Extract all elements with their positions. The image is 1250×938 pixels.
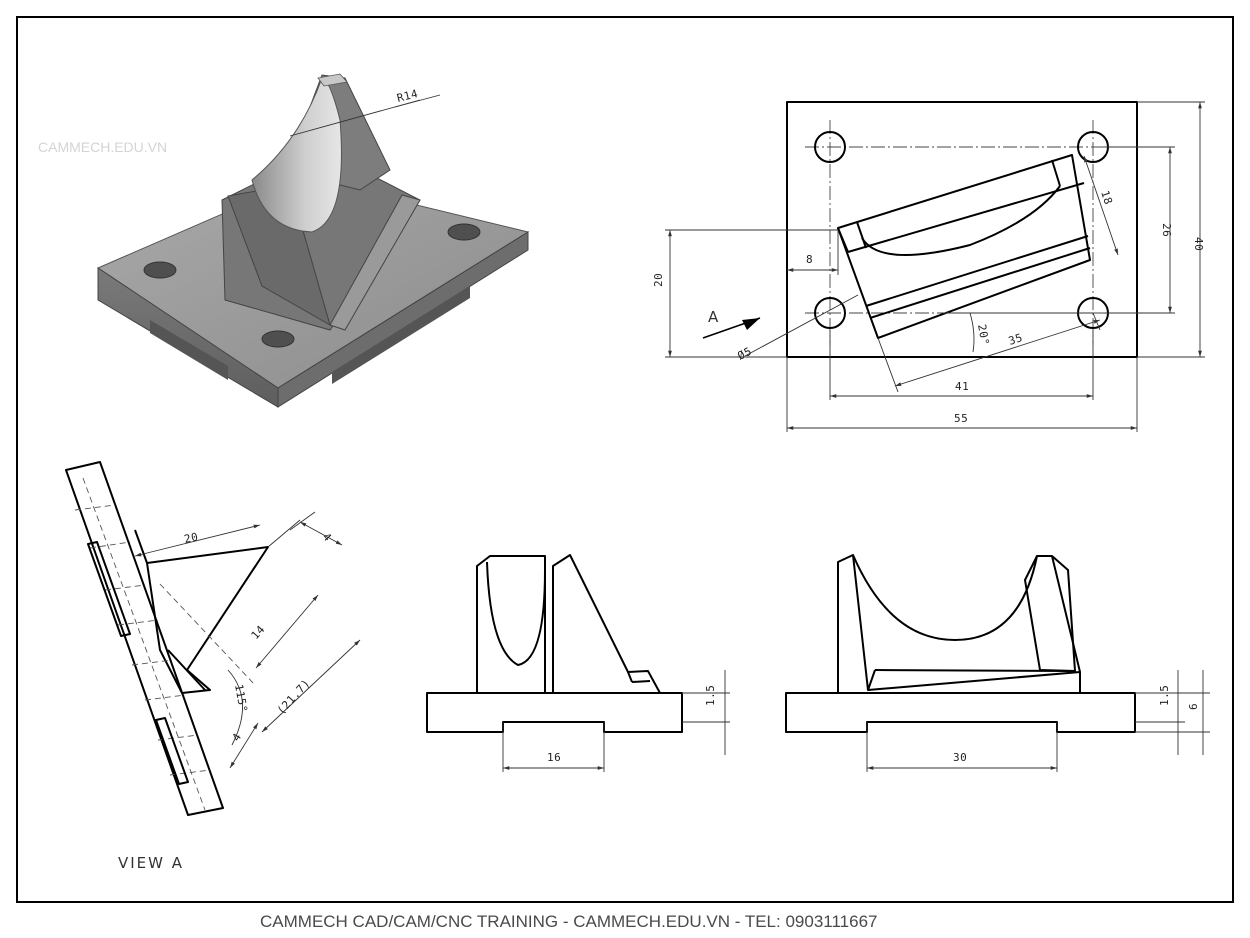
dim-angle-20: 20° <box>975 323 992 346</box>
dim-35: 35 <box>1007 331 1025 348</box>
dim-dia5: Ø5 <box>735 345 754 363</box>
dim-41: 41 <box>955 380 969 393</box>
dim-view-a-14: 14 <box>249 623 268 642</box>
dim-55: 55 <box>954 412 968 425</box>
footer-credit: CAMMECH CAD/CAM/CNC TRAINING - CAMMECH.E… <box>260 912 877 931</box>
dim-view-a-21-7: (21.7) <box>275 677 313 717</box>
dim-20: 20 <box>652 273 665 287</box>
dim-side-30: 30 <box>953 751 967 764</box>
view-a: 20 4 14 (21.7) 115° 4 VIEW A <box>65 461 361 872</box>
sheet-border <box>16 16 1234 903</box>
dim-8: 8 <box>806 253 813 266</box>
dim-view-a-4-top: 4 <box>320 530 334 544</box>
top-view: A 55 41 40 26 18 20 8 3 <box>652 101 1205 432</box>
dim-side-6: 6 <box>1187 703 1200 710</box>
front-view: 1.5 16 <box>426 554 730 772</box>
dim-view-a-4-bottom: 4 <box>230 731 245 744</box>
view-a-label: VIEW A <box>118 854 184 872</box>
dim-front-1-5: 1.5 <box>704 685 717 706</box>
dim-26: 26 <box>1160 223 1173 237</box>
arrow-label-a: A <box>708 308 720 326</box>
dim-side-1-5: 1.5 <box>1158 685 1171 706</box>
watermark: CAMMECH.EDU.VN <box>38 139 167 155</box>
dim-40: 40 <box>1192 237 1205 251</box>
dim-r14: R14 <box>396 87 420 105</box>
dim-view-a-115: 115° <box>232 683 250 713</box>
isometric-view: R14 <box>96 73 530 408</box>
dim-view-a-20: 20 <box>183 530 200 546</box>
side-view: 1.5 6 30 <box>785 554 1210 772</box>
dim-18: 18 <box>1098 189 1115 207</box>
dim-front-16: 16 <box>547 751 561 764</box>
